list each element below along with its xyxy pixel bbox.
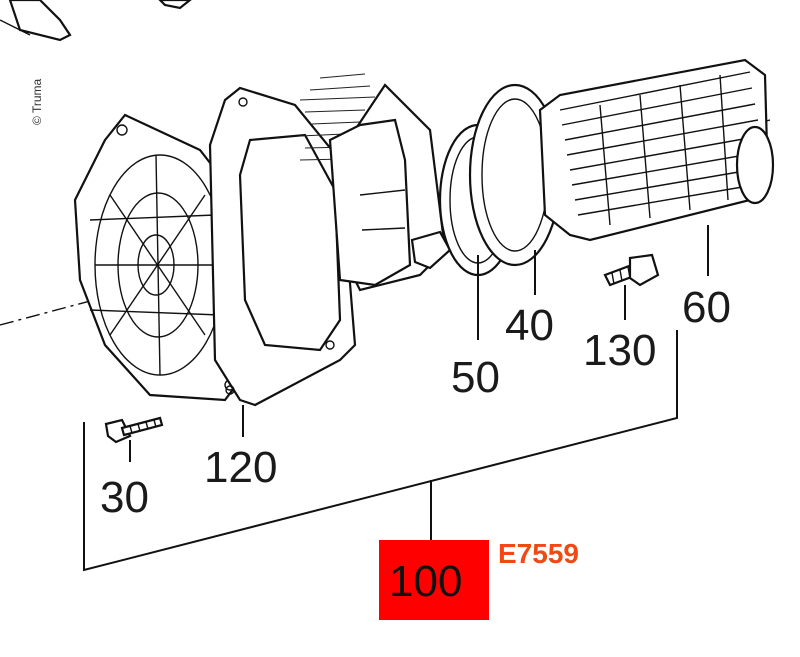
label-40: 40	[505, 301, 554, 350]
label-120: 120	[204, 443, 277, 492]
article-code: E7559	[498, 538, 579, 569]
partial-top-parts	[0, 0, 192, 42]
assembly-label: 100	[389, 557, 462, 606]
label-50: 50	[451, 353, 500, 402]
housing	[328, 83, 452, 292]
housing-hatching	[299, 73, 376, 161]
flexible-duct-60	[538, 58, 775, 242]
assembly-box	[379, 540, 489, 620]
leader-lines	[129, 225, 709, 462]
label-60: 60	[682, 283, 731, 332]
label-30: 30	[100, 473, 149, 522]
screw-130	[603, 253, 660, 287]
screw-30	[104, 416, 164, 444]
copyright-text: © Truma	[30, 78, 44, 125]
assembly-bracket	[83, 330, 678, 572]
flange-plate	[208, 86, 357, 407]
label-130: 130	[583, 326, 656, 375]
